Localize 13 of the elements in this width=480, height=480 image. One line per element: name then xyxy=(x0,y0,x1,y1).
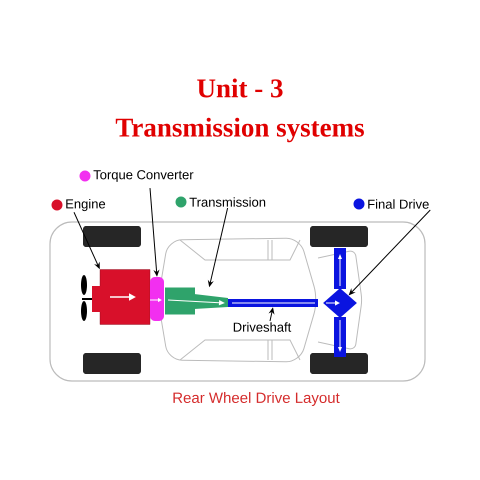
title: Unit - 3 xyxy=(197,78,283,98)
driveshaft xyxy=(228,299,318,307)
engine-block xyxy=(92,269,150,325)
final-drive xyxy=(323,288,357,318)
part-label: Driveshaft xyxy=(234,322,292,332)
part-label: Torque Converter xyxy=(94,170,194,182)
part-label: Final Drive xyxy=(368,199,429,209)
title: Transmission systems xyxy=(116,118,364,142)
torque-converter xyxy=(150,277,164,321)
part-label: Engine xyxy=(66,198,106,212)
caption: Rear Wheel Drive Layout xyxy=(173,392,340,406)
transmission xyxy=(165,288,228,314)
part-label: Transmission xyxy=(190,197,266,207)
